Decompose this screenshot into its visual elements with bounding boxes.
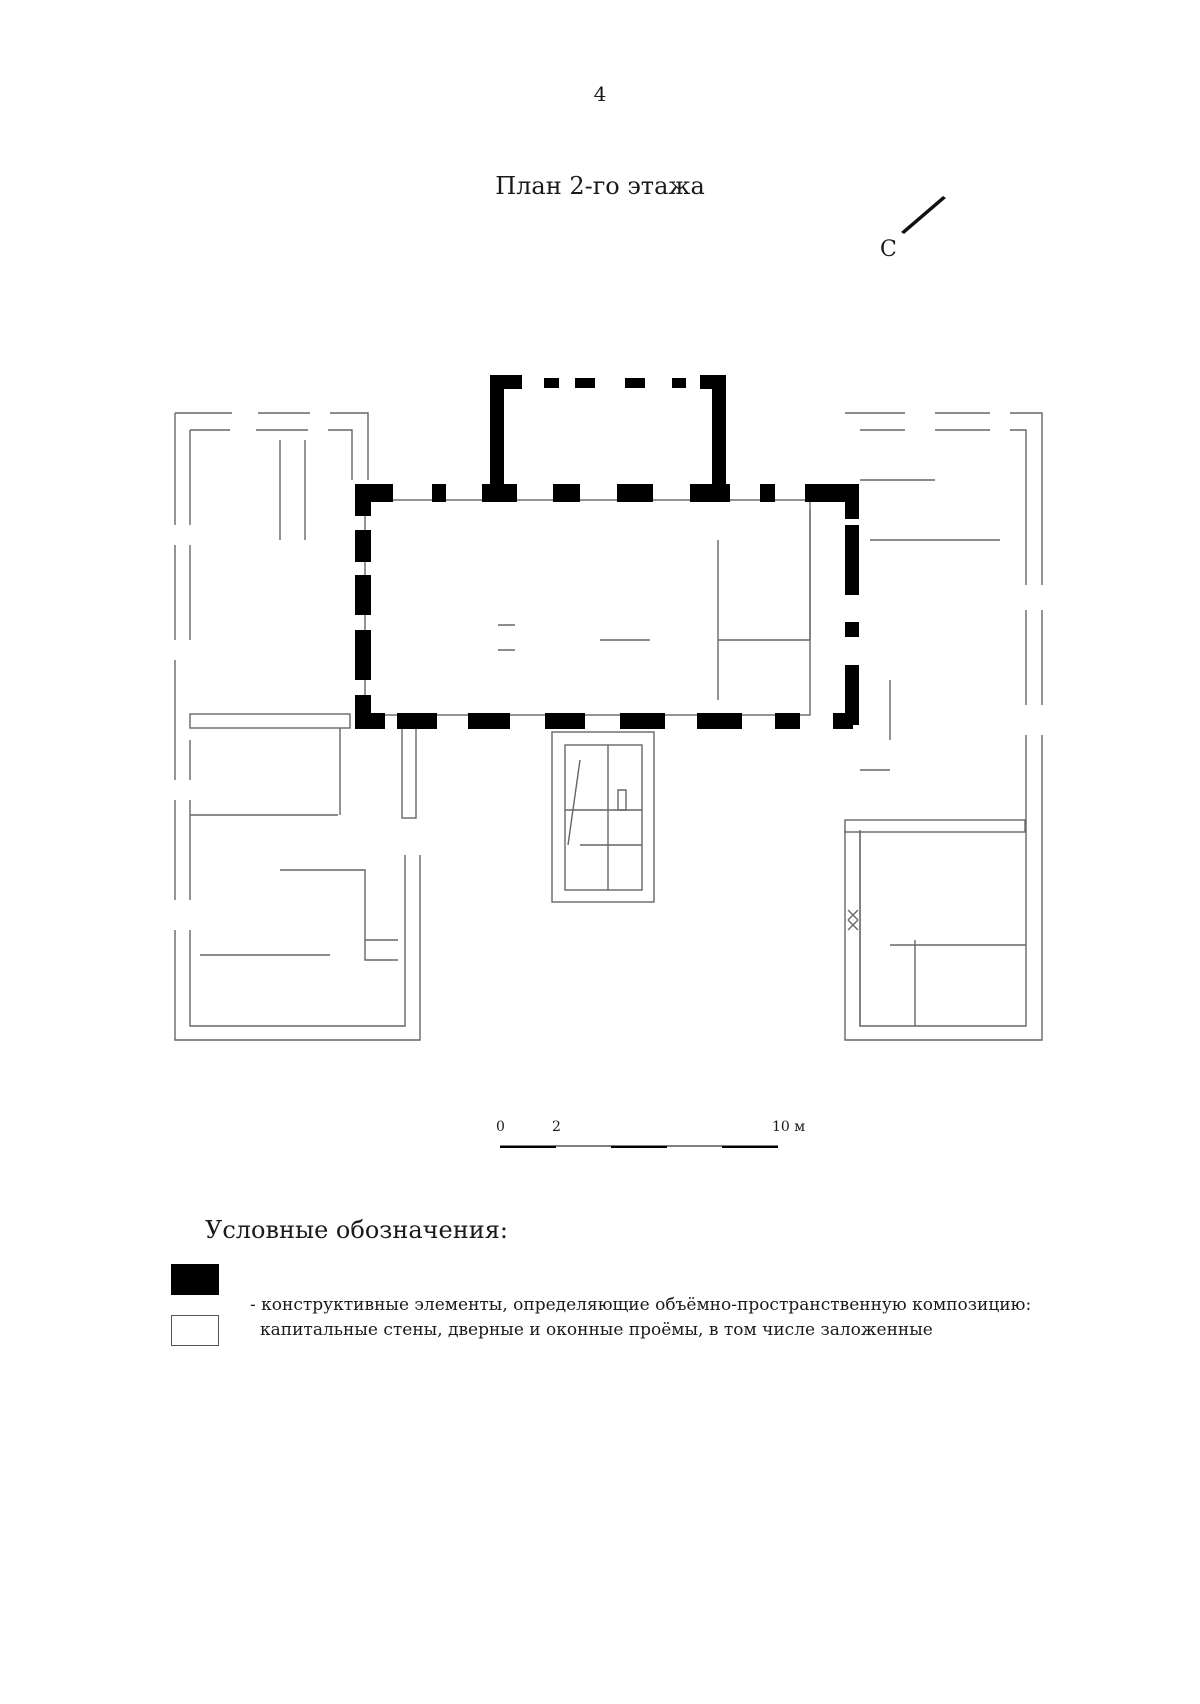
page-number: 4 [593,82,607,106]
legend-text-line2: капитальные стены, дверные и оконные про… [260,1320,933,1340]
legend-swatch-structural [171,1264,219,1295]
legend-swatch-other [171,1315,219,1346]
scale-label-2: 2 [552,1119,561,1135]
north-arrow-icon [901,196,946,234]
plan-title: План 2-го этажа [495,172,705,200]
scale-label-10: 10 м [772,1119,806,1135]
structural-walls [355,375,859,729]
secondary-walls [174,412,1043,1041]
north-label: С [880,237,897,262]
legend-heading: Условные обозначения: [205,1216,508,1244]
scale-bar [500,1145,778,1148]
legend-text-line1: - конструктивные элементы, определяющие … [250,1295,1032,1315]
scale-label-0: 0 [496,1119,505,1135]
